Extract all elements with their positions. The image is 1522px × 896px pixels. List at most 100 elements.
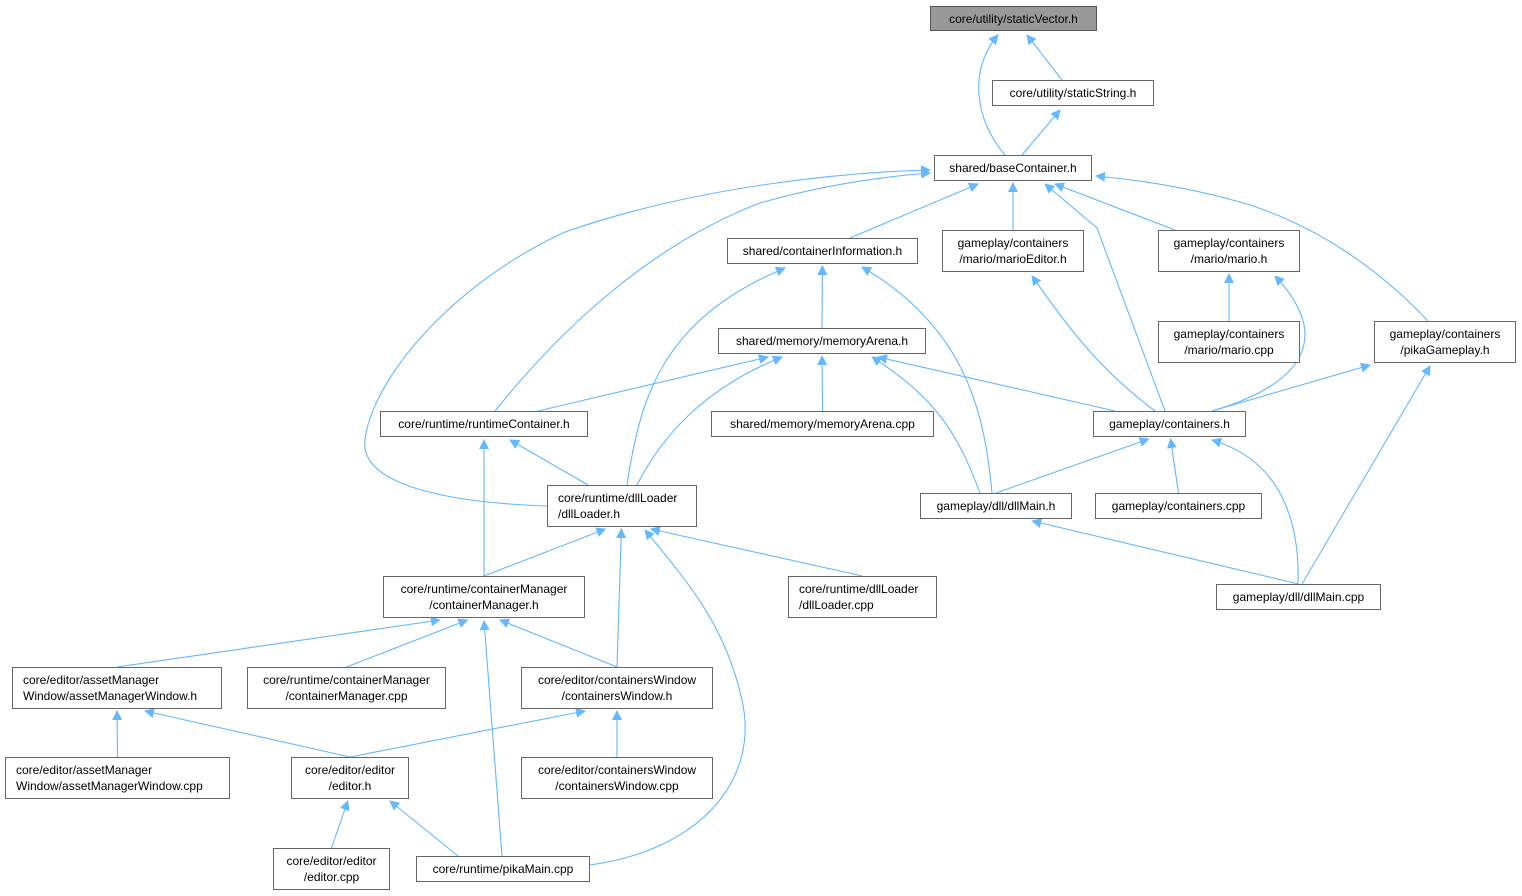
node-label: core/editor/editor	[286, 854, 377, 868]
node-label: gameplay/containers	[1173, 327, 1285, 341]
node-dllMainH[interactable]: gameplay/dll/dllMain.h	[920, 493, 1072, 519]
edge-dllMainH-to-containersH	[995, 437, 1150, 494]
edge-dllLoaderH-to-baseContainer	[364, 165, 931, 507]
node-label: shared/containerInformation.h	[742, 244, 903, 258]
edge-containerInformation-to-baseContainer	[849, 182, 979, 239]
edge-containersWindowH-to-containerManagerH	[499, 618, 618, 668]
edge-runtimeContainer-to-baseContainer	[494, 168, 931, 412]
node-label: gameplay/containers	[1173, 236, 1285, 250]
edge-containerManagerCpp-to-containerManagerH	[346, 618, 469, 668]
node-containersWindowH[interactable]: core/editor/containersWindow/containersW…	[521, 667, 713, 709]
node-label: core/utility/staticVector.h	[949, 11, 1078, 26]
node-editorCpp[interactable]: core/editor/editor/editor.cpp	[273, 848, 390, 890]
edge-pikaMain-to-containerManagerH	[479, 620, 503, 857]
node-label: core/runtime/pikaMain.cpp	[432, 862, 574, 876]
node-pikaMain[interactable]: core/runtime/pikaMain.cpp	[416, 856, 590, 882]
edge-dllMainCpp-to-dllMainH	[1031, 518, 1299, 585]
node-marioEditor[interactable]: gameplay/containers/mario/marioEditor.h	[942, 230, 1084, 272]
edge-staticString-to-staticVector	[1026, 34, 1063, 81]
edge-dllLoaderH-to-memoryArenaH	[636, 355, 783, 486]
edge-assetManagerWindowH-to-containerManagerH	[116, 616, 441, 668]
node-label: /mario/mario.cpp	[1184, 343, 1274, 357]
node-editorH[interactable]: core/editor/editor/editor.h	[291, 757, 409, 799]
node-pikaGameplay[interactable]: gameplay/containers/pikaGameplay.h	[1374, 321, 1516, 363]
node-marioH[interactable]: gameplay/containers/mario/mario.h	[1158, 230, 1300, 272]
node-staticString[interactable]: core/utility/staticString.h	[992, 80, 1154, 106]
node-label: core/runtime/dllLoader	[799, 582, 919, 596]
node-containerInformation[interactable]: shared/containerInformation.h	[727, 238, 918, 264]
node-label: shared/memory/memoryArena.cpp	[730, 417, 915, 431]
node-label: /editor.h	[328, 779, 372, 793]
edge-dllMainCpp-to-containersH	[1211, 437, 1299, 585]
node-label: /containerManager.h	[429, 598, 539, 612]
edge-marioH-to-baseContainer	[1054, 182, 1176, 231]
node-label: /containerManager.cpp	[285, 689, 408, 703]
node-label: core/editor/editor	[304, 763, 396, 777]
edge-baseContainer-to-staticString	[1021, 109, 1061, 156]
node-label: core/runtime/dllLoader	[558, 491, 678, 505]
edge-containersH-to-memoryArenaH	[877, 354, 1116, 412]
node-label: core/utility/staticString.h	[1009, 86, 1137, 100]
node-dllLoaderCpp[interactable]: core/runtime/dllLoader/dllLoader.cpp	[788, 576, 937, 618]
edge-containerManagerH-to-dllLoaderH	[483, 527, 607, 577]
edge-pikaMain-to-editorH	[389, 800, 459, 857]
edge-dllMainH-to-containerInformation	[861, 266, 993, 494]
edge-dllLoaderH-to-containerInformation	[626, 266, 786, 486]
node-staticVector: core/utility/staticVector.h	[930, 6, 1097, 31]
node-label: core/runtime/containerManager	[400, 582, 568, 596]
node-marioCpp[interactable]: gameplay/containers/mario/mario.cpp	[1158, 321, 1300, 363]
node-label: /mario/marioEditor.h	[959, 252, 1067, 266]
edge-containersWindowH-to-dllLoaderH	[616, 528, 627, 668]
node-label: core/editor/containersWindow	[537, 673, 697, 687]
node-containerManagerH[interactable]: core/runtime/containerManager/containerM…	[383, 576, 585, 618]
node-label: Window/assetManagerWindow.h	[23, 689, 198, 703]
node-dllMainCpp[interactable]: gameplay/dll/dllMain.cpp	[1216, 584, 1381, 610]
node-label: /pikaGameplay.h	[1400, 343, 1490, 357]
node-label: /dllLoader.cpp	[799, 598, 874, 612]
node-baseContainer[interactable]: shared/baseContainer.h	[934, 155, 1092, 181]
node-label: /mario/mario.h	[1190, 252, 1268, 266]
edge-runtimeContainer-to-memoryArenaH	[537, 354, 769, 412]
node-label: core/editor/assetManager	[16, 763, 153, 777]
node-label: /editor.cpp	[303, 870, 360, 884]
node-label: core/runtime/runtimeContainer.h	[398, 417, 570, 431]
node-label: gameplay/dll/dllMain.h	[936, 499, 1056, 513]
node-label: /containersWindow.cpp	[555, 779, 679, 793]
node-containersWindowCpp[interactable]: core/editor/containersWindow/containersW…	[521, 757, 713, 799]
node-label: Window/assetManagerWindow.cpp	[16, 779, 203, 793]
node-label: gameplay/containers	[957, 236, 1069, 250]
node-memoryArenaH[interactable]: shared/memory/memoryArena.h	[718, 328, 926, 354]
node-label: core/editor/containersWindow	[537, 763, 697, 777]
node-label: gameplay/containers	[1389, 327, 1501, 341]
node-runtimeContainer[interactable]: core/runtime/runtimeContainer.h	[380, 411, 588, 437]
edge-containersH-to-pikaGameplay	[1211, 362, 1371, 412]
edge-dllLoaderH-to-runtimeContainer	[509, 439, 589, 486]
node-containerManagerCpp[interactable]: core/runtime/containerManager/containerM…	[247, 667, 446, 709]
edge-editorH-to-containersWindowH	[349, 707, 586, 758]
edge-containersCpp-to-containersH	[1166, 438, 1180, 494]
edge-pikaGameplay-to-baseContainer	[1095, 171, 1429, 322]
edge-baseContainer-to-staticVector	[978, 34, 1006, 156]
node-label: /containersWindow.h	[561, 689, 673, 703]
edge-editorH-to-assetManagerWindowH	[143, 708, 351, 758]
node-label: gameplay/containers.cpp	[1111, 499, 1246, 513]
node-memoryArenaCpp[interactable]: shared/memory/memoryArena.cpp	[711, 411, 934, 437]
edge-dllLoaderCpp-to-dllLoaderH	[649, 526, 863, 577]
edge-dllMainCpp-to-pikaGameplay	[1301, 365, 1431, 585]
node-label: shared/baseContainer.h	[949, 161, 1077, 175]
edge-containersH-to-marioEditor	[1031, 275, 1156, 412]
edge-editorCpp-to-editorH	[330, 800, 350, 849]
edge-dllMainH-to-memoryArenaH	[871, 356, 981, 494]
node-label: gameplay/containers.h	[1109, 417, 1230, 431]
node-label: /dllLoader.h	[558, 507, 621, 521]
node-containersCpp[interactable]: gameplay/containers.cpp	[1095, 493, 1262, 519]
edge-pikaMain-to-dllLoaderH	[589, 529, 746, 866]
node-containersH[interactable]: gameplay/containers.h	[1093, 411, 1246, 437]
node-dllLoaderH[interactable]: core/runtime/dllLoader/dllLoader.h	[547, 485, 697, 527]
edge-containersH-to-baseContainer	[1044, 183, 1166, 412]
node-label: shared/memory/memoryArena.h	[735, 334, 909, 348]
node-label: core/runtime/containerManager	[263, 673, 430, 687]
